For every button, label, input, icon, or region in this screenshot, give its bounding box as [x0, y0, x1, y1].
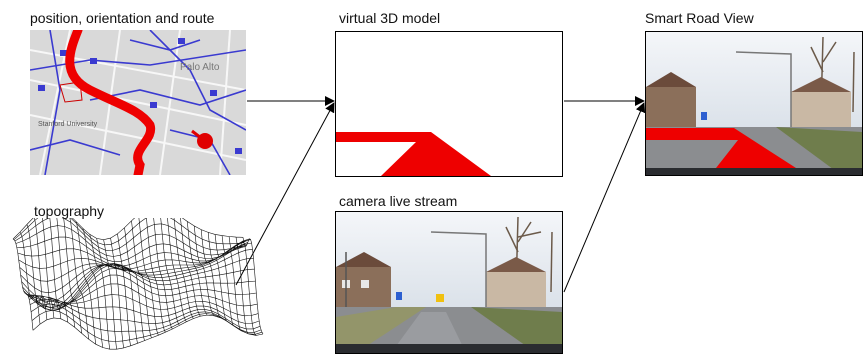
topography-label: topography: [34, 203, 105, 219]
virtual-3d-model-image: [335, 31, 563, 177]
map-label: position, orientation and route: [30, 10, 215, 26]
model-label: virtual 3D model: [339, 10, 441, 26]
camera-stream-image: [335, 211, 563, 354]
palo-alto-label: Palo Alto: [180, 62, 220, 73]
camera-label: camera live stream: [339, 193, 458, 209]
route-map-image: Palo Alto Stanford University: [30, 30, 246, 175]
arrow-camera-to-output: [563, 102, 646, 293]
stanford-label: Stanford University: [38, 121, 98, 128]
topography-mesh-image: [5, 218, 267, 354]
arrow-topography-to-model: [235, 102, 335, 286]
output-label: Smart Road View: [645, 10, 754, 26]
terrain-mesh: [12, 218, 264, 350]
smart-road-view-image: [645, 31, 863, 176]
